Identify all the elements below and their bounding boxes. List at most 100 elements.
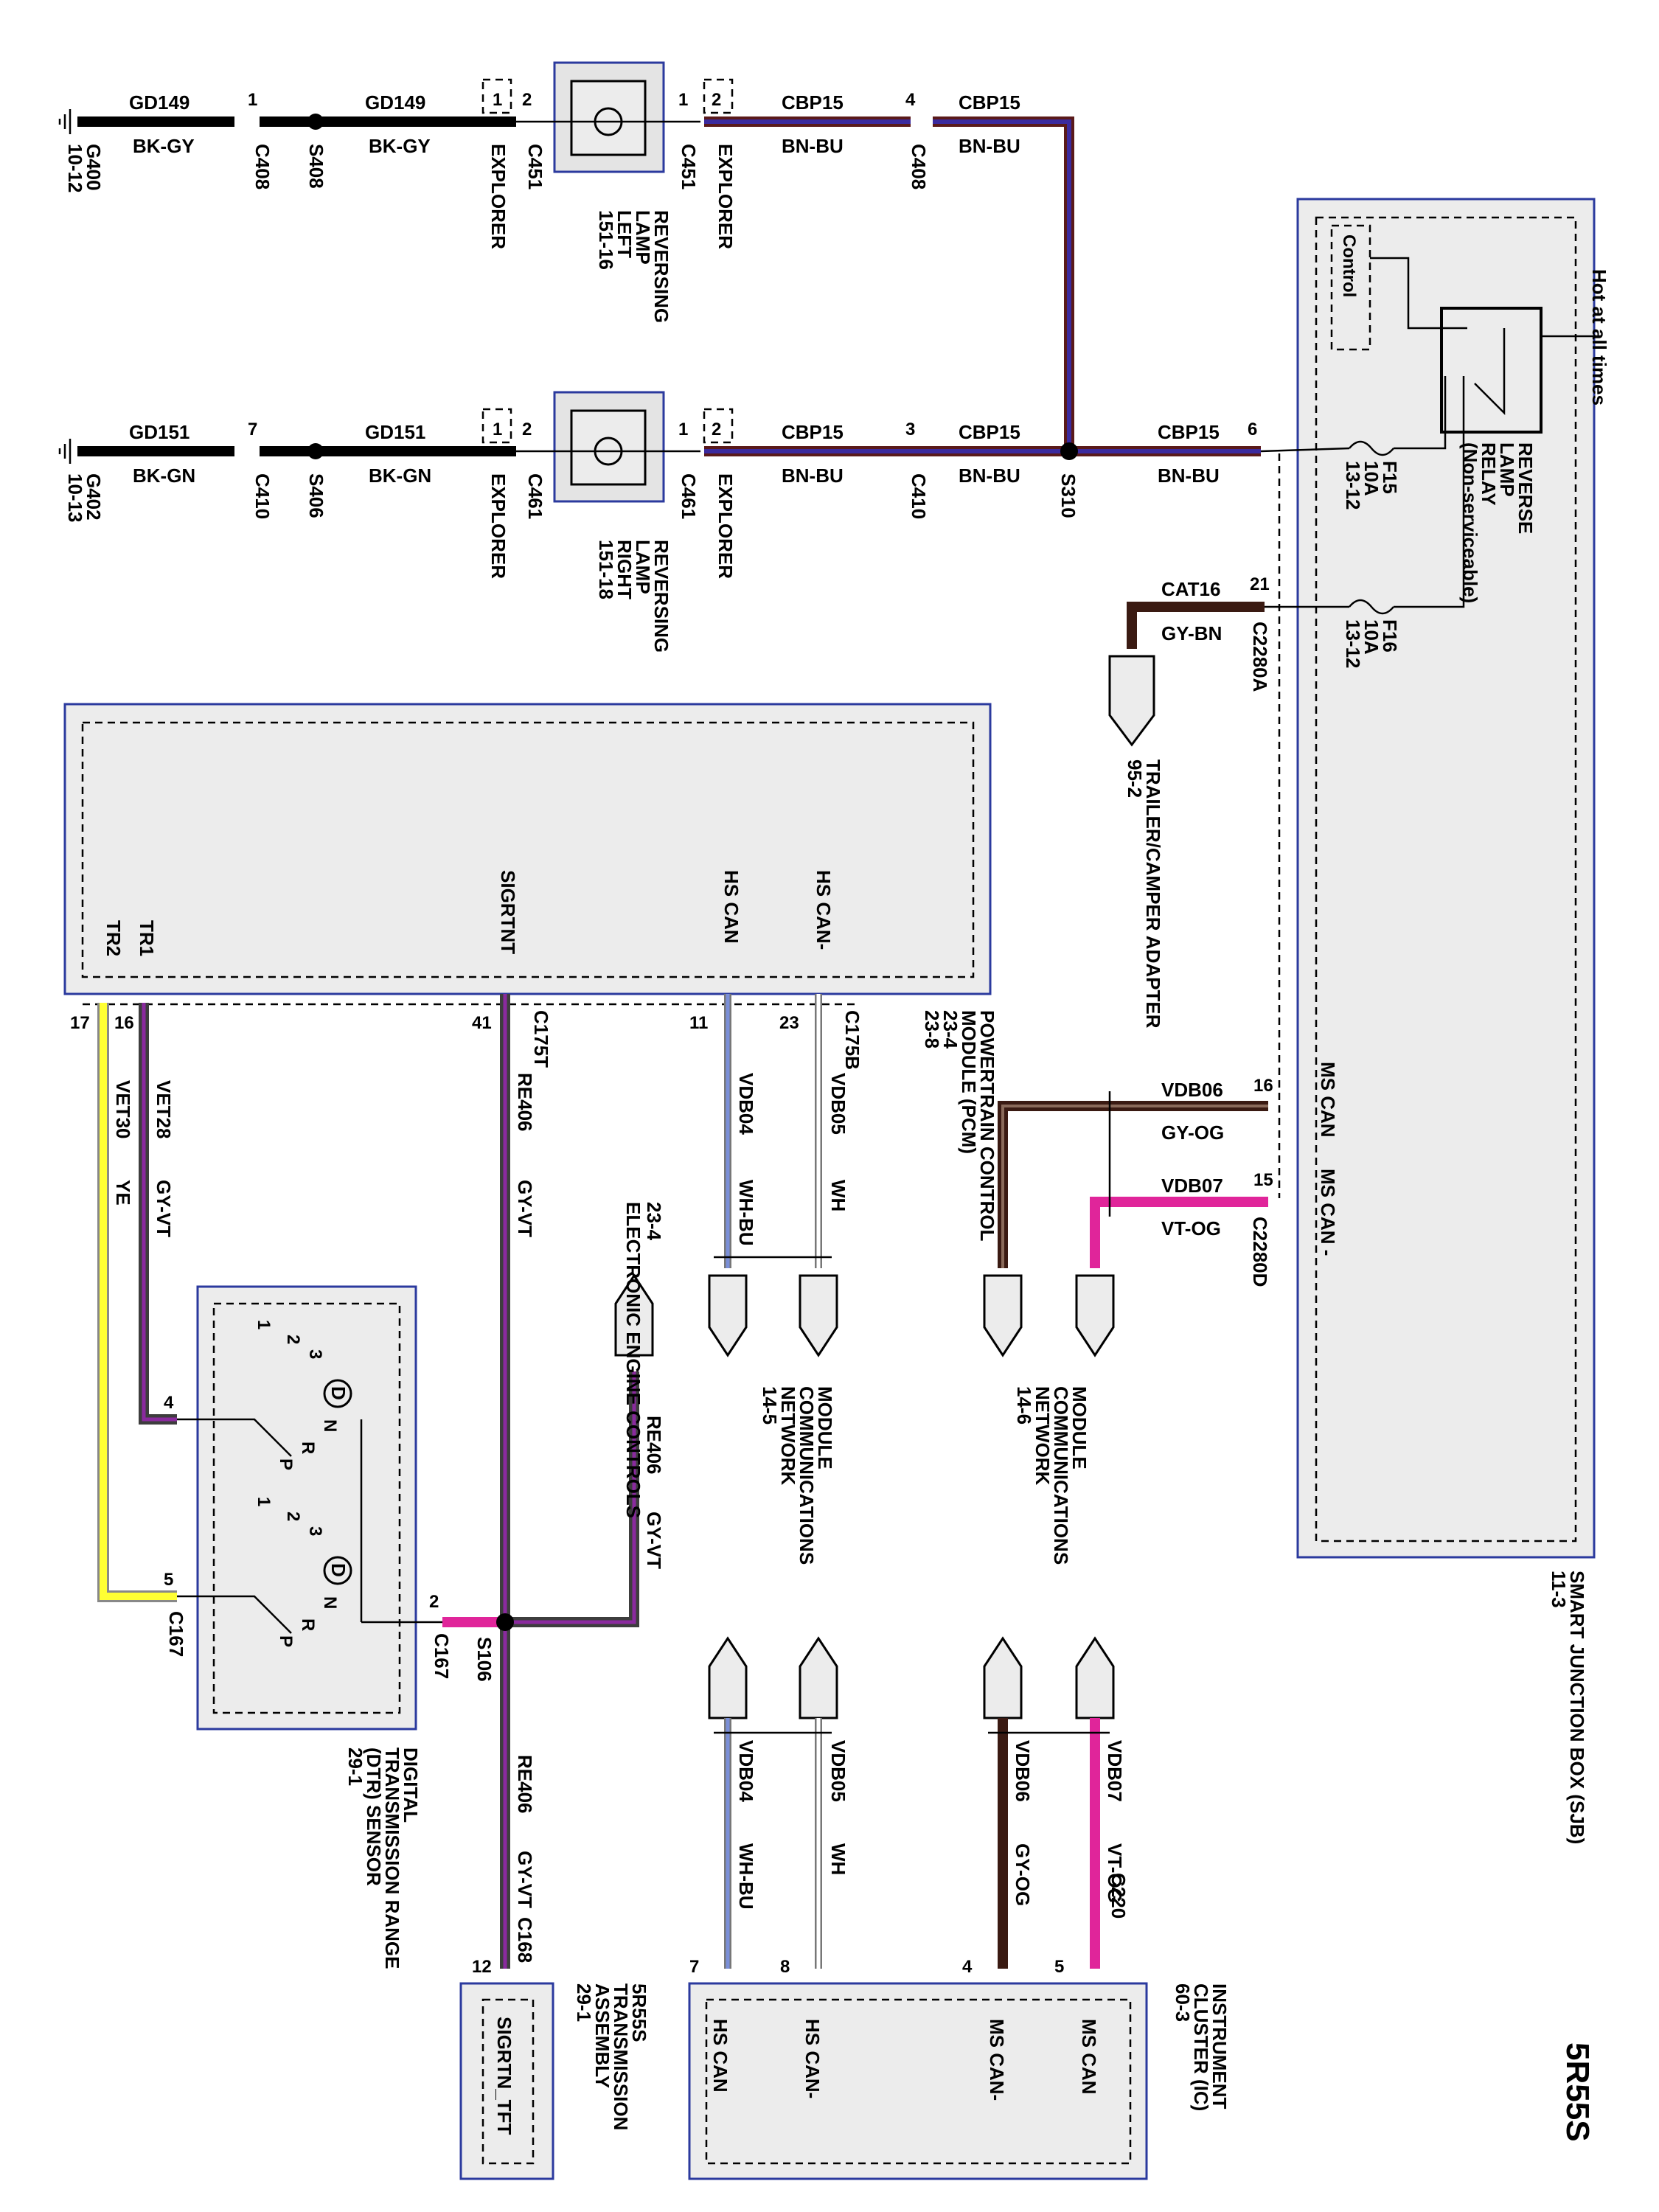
wire-gd151-label-2: GD151 (365, 421, 425, 443)
svg-text:23-8: 23-8 (921, 1010, 943, 1048)
wire-bnbu-label-2: BN-BU (959, 135, 1020, 157)
svg-text:INSTRUMENT: INSTRUMENT (1208, 1983, 1231, 2110)
svg-text:F15: F15 (1379, 461, 1401, 494)
c461-pin1-right: 1 (678, 420, 688, 439)
mcn-left-conn-b[interactable] (708, 1274, 748, 1357)
wire-vet30-inner (100, 1003, 177, 1600)
trailer-connector-icon[interactable] (1108, 655, 1155, 747)
lamp-right-title: REVERSING LAMP RIGHT 151-18 (595, 540, 672, 653)
explorer-label-right: EXPLORER (714, 144, 737, 249)
svg-text:14-5: 14-5 (759, 1386, 781, 1425)
c461-pin2-right: 2 (712, 420, 721, 439)
dtr-box[interactable] (196, 1285, 417, 1731)
c408-pin1: 1 (248, 90, 257, 110)
relay-box[interactable] (1440, 307, 1543, 434)
svg-text:MODULE: MODULE (1068, 1386, 1091, 1470)
eec-connector-icon[interactable] (614, 1273, 654, 1357)
svg-text:29-1: 29-1 (344, 1747, 366, 1786)
c451-pin2: 2 (522, 90, 532, 110)
s310-label: S310 (1057, 473, 1079, 518)
mcn-left-conn-c[interactable] (799, 1636, 838, 1719)
wire-vet28-inner (142, 1003, 177, 1422)
ic-box[interactable] (688, 1982, 1148, 2180)
ic-hs-can-minus: HS CAN- (801, 2019, 824, 2098)
trans-inner (481, 1998, 535, 2165)
dtr-inner (212, 1302, 401, 1714)
wire-cbp15-label-2: CBP15 (959, 91, 1020, 114)
wire-re406-eec (505, 1371, 639, 1627)
wire-bnbu-label-1: BN-BU (782, 135, 844, 157)
pcm-c175b-pin23: 23 (779, 1013, 799, 1033)
wire-cat16 (1127, 602, 1265, 649)
pcm-pin-hs-can: HS CAN (720, 870, 742, 944)
c451-pin2-right: 2 (712, 90, 721, 110)
svg-text:151-18: 151-18 (595, 540, 617, 599)
wire-gyvt-label-dtr: GY-VT (153, 1180, 175, 1237)
wire-cbp15-label-1: CBP15 (782, 91, 844, 114)
wire-bkgy-label-2: BK-GY (369, 135, 431, 157)
pcm-box[interactable] (63, 703, 992, 995)
power-note: Hot at all times (1588, 269, 1610, 406)
mcn-left-conn-d[interactable] (708, 1636, 748, 1719)
dtr-d-2: D (327, 1563, 349, 1577)
mcn-right-conn-a[interactable] (983, 1274, 1023, 1357)
dtr-r-2: R (298, 1618, 318, 1631)
svg-text:10A: 10A (1360, 619, 1382, 655)
sjb-pin16: 16 (1253, 1076, 1273, 1096)
fuse-f15-label: F15 10A 13-12 (1342, 461, 1401, 510)
ic-hs-can: HS CAN (709, 2019, 731, 2093)
dtr-n1-1: 1 (254, 1320, 274, 1329)
sjb-pin21: 21 (1250, 574, 1270, 594)
sjb-ms-can: MS CAN (1317, 1062, 1339, 1138)
pcm-pin16: 16 (114, 1013, 134, 1033)
svg-text:RELAY: RELAY (1478, 442, 1500, 506)
sjb-control-box (1330, 224, 1371, 351)
svg-text:(Non-serviceable): (Non-serviceable) (1459, 442, 1481, 603)
dtr-d-1: D (327, 1386, 349, 1400)
wire-cbp15-label-4: CBP15 (959, 421, 1020, 443)
mcn-left-conn-a[interactable] (799, 1274, 838, 1357)
dtr-n1-2: 1 (254, 1497, 274, 1506)
wire-gyvt-label-2: GY-VT (514, 1851, 536, 1908)
wire-vdb06-upper-in (1001, 1105, 1268, 1268)
dtr-c167-left: C167 (165, 1611, 187, 1657)
c451-pin1-right: 1 (678, 90, 688, 110)
g400-ref: 10-12 (64, 144, 86, 193)
wire-vdb06-label-2: VDB06 (1012, 1740, 1034, 1802)
wire-bnbu-label-3: BN-BU (782, 465, 844, 487)
svg-text:LEFT: LEFT (613, 210, 636, 258)
lamp-left-inner (570, 80, 647, 156)
svg-text:10A: 10A (1360, 461, 1382, 496)
mcn-right-conn-d[interactable] (1075, 1636, 1115, 1719)
splice-s406 (307, 443, 324, 459)
svg-text:60-3: 60-3 (1172, 1983, 1194, 2022)
wire-vdb07-label: VDB07 (1161, 1175, 1223, 1197)
mcn-right-conn-c[interactable] (983, 1636, 1023, 1719)
dtr-d-icon-2 (323, 1556, 352, 1585)
wire-wh-label: WH (827, 1180, 849, 1211)
dtr-n2-1: 2 (283, 1335, 303, 1344)
dtr-n3-1: 3 (305, 1349, 325, 1359)
pcm-pin-hs-can-minus: HS CAN- (813, 870, 835, 950)
trans-box[interactable] (459, 1982, 554, 2180)
diagram-id: 5R55S (1559, 2042, 1596, 2142)
c461-pin1: 1 (493, 420, 502, 439)
dtr-n-1: N (320, 1419, 340, 1432)
c451-pin1-dashed (481, 78, 512, 114)
wire-re406-eec-in (505, 1371, 636, 1624)
wire-gybn-label: GY-BN (1161, 622, 1222, 644)
svg-text:NETWORK: NETWORK (1032, 1386, 1054, 1486)
mcn-right-conn-b[interactable] (1075, 1274, 1115, 1357)
dtr-switch-1 (177, 1418, 292, 1457)
dtr-p-2: P (276, 1635, 296, 1647)
wire-cat16-label: CAT16 (1161, 578, 1220, 600)
sjb-inner (1315, 216, 1577, 1543)
wire-wh-label-2: WH (827, 1843, 849, 1875)
fuse-feed (1394, 376, 1447, 450)
s106-label: S106 (473, 1637, 495, 1682)
wire-whbu-label: WH-BU (735, 1180, 757, 1246)
splice-s408 (307, 114, 324, 130)
c410-label: C410 (251, 473, 274, 519)
mcn-left-label: MODULE COMMUNICATIONS NETWORK 14-5 (759, 1386, 836, 1565)
